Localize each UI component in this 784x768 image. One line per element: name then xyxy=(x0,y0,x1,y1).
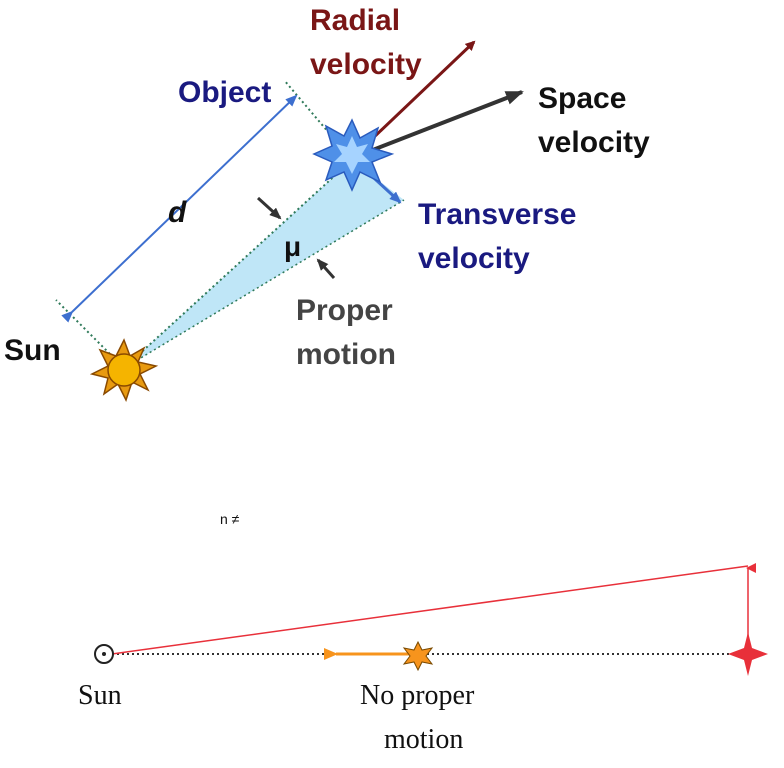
proper-motion-pointer-arrow xyxy=(318,260,334,278)
red-star-icon xyxy=(728,632,768,676)
no-proper-motion-label-line1: No proper xyxy=(360,680,475,711)
transverse-velocity-label-line2: velocity xyxy=(418,242,530,275)
object-label: Object xyxy=(178,76,271,109)
radial-velocity-label-line1: Radial xyxy=(310,4,400,37)
sun-symbol-icon xyxy=(95,645,113,663)
orange-star-icon xyxy=(404,642,432,670)
radial-velocity-label-line2: velocity xyxy=(310,48,422,81)
note-text: n ≠ xyxy=(220,511,240,527)
bottom-diagram: Sun No proper motion xyxy=(78,566,768,755)
mu-label: μ xyxy=(284,231,301,262)
mu-pointer-arrow xyxy=(258,198,280,218)
proper-motion-label-line2: motion xyxy=(296,338,396,371)
top-diagram: Radial velocity Space velocity Object d … xyxy=(4,4,650,400)
sun-label: Sun xyxy=(4,334,61,367)
no-proper-motion-label-line2: motion xyxy=(384,724,463,755)
proper-motion-label-line1: Proper xyxy=(296,294,393,327)
transverse-velocity-label-line1: Transverse xyxy=(418,198,576,231)
bottom-sun-label: Sun xyxy=(78,680,122,711)
distance-label: d xyxy=(168,196,187,229)
space-velocity-label-line1: Space xyxy=(538,82,626,115)
space-velocity-arrow xyxy=(352,92,522,158)
proper-motion-wedge xyxy=(124,160,404,368)
red-sight-line xyxy=(112,566,748,654)
space-velocity-label-line2: velocity xyxy=(538,126,650,159)
